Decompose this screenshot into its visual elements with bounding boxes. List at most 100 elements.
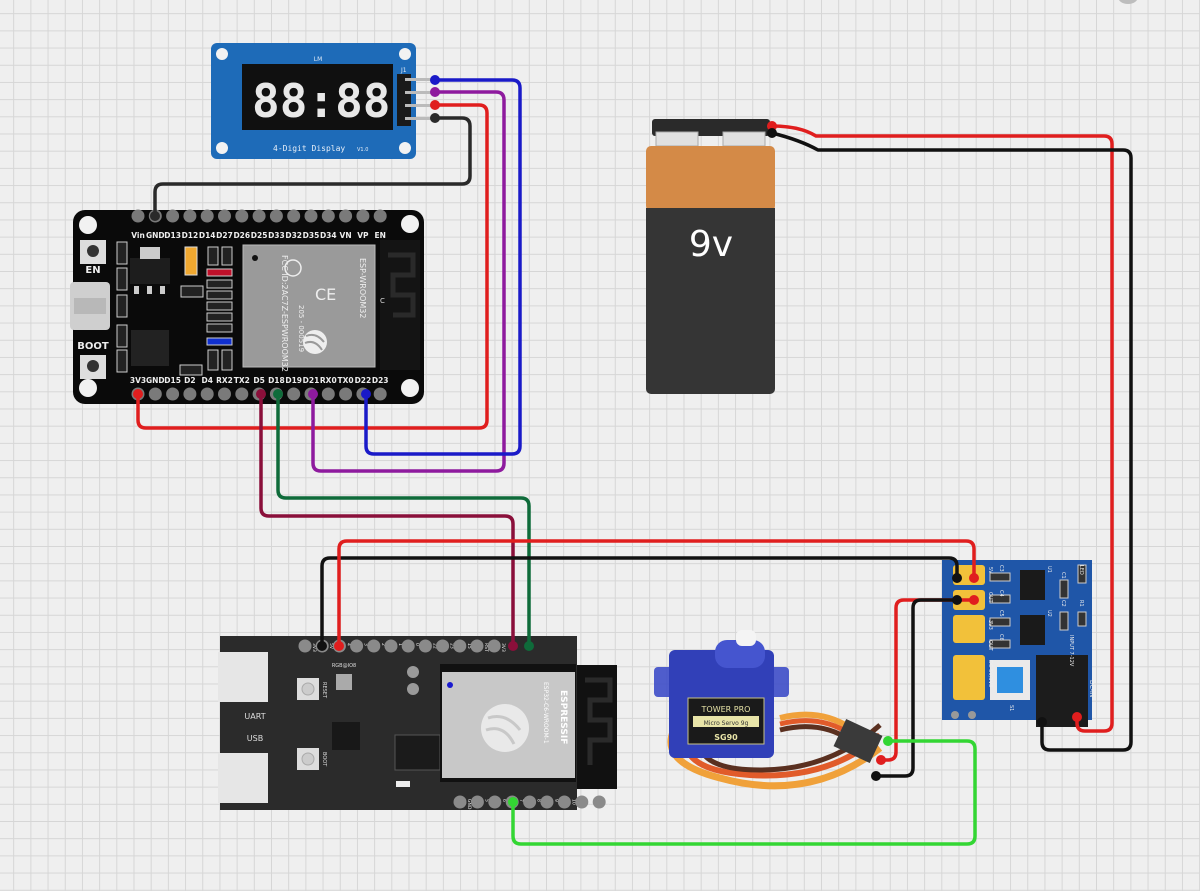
wire-display-vcc-to-3v3[interactable] [136, 103, 489, 430]
pin-3v3[interactable] [298, 639, 312, 653]
wire-endpoint-regulator-5v-to-c6-start[interactable] [334, 641, 344, 651]
servo-connector[interactable] [833, 718, 883, 764]
canvas-corner-handle[interactable] [1118, 0, 1138, 4]
pin-d34[interactable] [321, 209, 335, 223]
pin-3v3[interactable] [487, 639, 501, 653]
wire-endpoint-regulator-gnd-to-servo-end[interactable] [871, 771, 881, 781]
pin-9[interactable] [540, 795, 554, 809]
sg90-servo[interactable]: TOWER PRO Micro Servo 9g SG90 [654, 630, 883, 790]
wire-d18-to-c6[interactable] [276, 392, 531, 648]
wire-endpoint-d18-to-c6-start[interactable] [273, 389, 283, 399]
servo-horn-shaft[interactable] [736, 630, 756, 646]
wire-battery-positive[interactable] [770, 124, 1114, 733]
pin-d12[interactable] [183, 209, 197, 223]
pin-tx0[interactable] [339, 387, 353, 401]
uart-label: UART [244, 712, 265, 721]
wire-regulator-gnd-to-c6[interactable] [320, 556, 959, 648]
pin-gnd[interactable] [453, 795, 467, 809]
pin-0[interactable] [401, 639, 415, 653]
pin-gnd[interactable] [592, 795, 606, 809]
pin-22[interactable] [418, 639, 432, 653]
power-regulator-board[interactable]: C3 C4 C5 C6 U1 U2 C1 C2 R1 LED S1 5V OUT… [942, 560, 1095, 727]
pin-d32[interactable] [287, 209, 301, 223]
wire-endpoint-d18-to-c6-end[interactable] [524, 641, 534, 651]
wire-endpoint-regulator-gnd-to-servo-start[interactable] [952, 595, 962, 605]
en-button-cap[interactable] [87, 245, 99, 257]
pin-label-d15: D15 [164, 376, 181, 385]
wire-battery-negative[interactable] [770, 131, 1133, 752]
boot-button-cap[interactable] [87, 360, 99, 372]
pin-5[interactable] [470, 795, 484, 809]
display-header-label: J1 [400, 67, 407, 74]
pin-3[interactable] [350, 639, 364, 653]
wire-endpoint-display-gnd-to-gnd-start[interactable] [430, 113, 440, 123]
wire-endpoint-servo-signal-to-c6-end[interactable] [508, 797, 518, 807]
pin-vin[interactable] [131, 209, 145, 223]
pin-11[interactable] [575, 795, 589, 809]
pin-d26[interactable] [235, 209, 249, 223]
pin-1[interactable] [384, 639, 398, 653]
pin-23[interactable] [436, 639, 450, 653]
wire-endpoint-display-vcc-to-3v3-start[interactable] [430, 100, 440, 110]
wire-endpoint-regulator-5v-to-c6-end[interactable] [969, 573, 979, 583]
pin-tx2[interactable] [235, 387, 249, 401]
pin-d23[interactable] [373, 387, 387, 401]
wire-endpoint-display-dio-to-d21-start[interactable] [430, 87, 440, 97]
pin-d25[interactable] [252, 209, 266, 223]
wire-endpoint-servo-signal-to-c6-start[interactable] [883, 736, 893, 746]
wire-d5-to-c6[interactable] [259, 392, 515, 648]
pin-d15[interactable] [166, 387, 180, 401]
wire-endpoint-battery-positive-start[interactable] [767, 121, 777, 131]
wire-endpoint-display-vcc-to-3v3-end[interactable] [133, 389, 143, 399]
pin-vn[interactable] [339, 209, 353, 223]
wire-regulator-out-to-servo-vcc[interactable] [879, 598, 976, 762]
pin-d4[interactable] [200, 387, 214, 401]
wire-servo-signal-to-c6[interactable] [511, 739, 977, 846]
pin-d19[interactable] [287, 387, 301, 401]
four-digit-display[interactable]: 88:88 LM 4-Digit Display V1.0 J1 [211, 43, 435, 159]
pin-label-d22: D22 [355, 376, 372, 385]
wire-endpoint-regulator-gnd-to-c6-end[interactable] [952, 573, 962, 583]
pin-d33[interactable] [269, 209, 283, 223]
usb-c-port[interactable] [218, 753, 268, 803]
wire-endpoint-battery-negative-end[interactable] [1037, 717, 1047, 727]
wire-endpoint-battery-positive-end[interactable] [1072, 712, 1082, 722]
wire-endpoint-regulator-gnd-to-c6-start[interactable] [317, 641, 327, 651]
pin-rx2[interactable] [218, 387, 231, 401]
wire-endpoint-display-clk-to-d22-end[interactable] [361, 389, 371, 399]
pin-6[interactable] [488, 795, 502, 809]
pin-rx0[interactable] [321, 387, 335, 401]
pin-d35[interactable] [304, 209, 318, 223]
wire-regulator-gnd-to-servo[interactable] [874, 598, 959, 778]
uart-usb-c-port[interactable] [218, 652, 268, 702]
pin-8[interactable] [523, 795, 537, 809]
wire-endpoint-regulator-out-to-servo-vcc-end[interactable] [876, 755, 886, 765]
wire-display-dio-to-d21[interactable] [311, 90, 506, 473]
wire-endpoint-display-clk-to-d22-start[interactable] [430, 75, 440, 85]
wire-endpoint-d5-to-c6-end[interactable] [508, 641, 518, 651]
pin-d2[interactable] [183, 387, 197, 401]
pin-gnd[interactable] [148, 387, 162, 401]
pin-en[interactable] [373, 209, 387, 223]
battery-9v[interactable]: 9v [646, 119, 775, 394]
pin-d27[interactable] [218, 209, 231, 223]
pin-10[interactable] [557, 795, 571, 809]
wire-endpoint-battery-negative-start[interactable] [767, 128, 777, 138]
pin-2[interactable] [367, 639, 381, 653]
wire-endpoint-display-dio-to-d21-end[interactable] [308, 389, 318, 399]
pin-d13[interactable] [166, 209, 180, 223]
pin-d14[interactable] [200, 209, 214, 223]
wire-endpoint-regulator-out-to-servo-vcc-start[interactable] [969, 595, 979, 605]
wire-display-gnd-to-gnd[interactable] [153, 116, 472, 218]
wire-endpoint-display-gnd-to-gnd-end[interactable] [150, 211, 160, 221]
pin-15[interactable] [453, 639, 467, 653]
wire-endpoint-d5-to-c6-start[interactable] [256, 389, 266, 399]
wire-regulator-5v-to-c6[interactable] [337, 539, 976, 648]
wire-display-clk-to-d22[interactable] [364, 78, 522, 456]
regulator-switch-s1[interactable] [997, 667, 1023, 693]
pin-vp[interactable] [356, 209, 370, 223]
pin-rst[interactable] [470, 639, 484, 653]
